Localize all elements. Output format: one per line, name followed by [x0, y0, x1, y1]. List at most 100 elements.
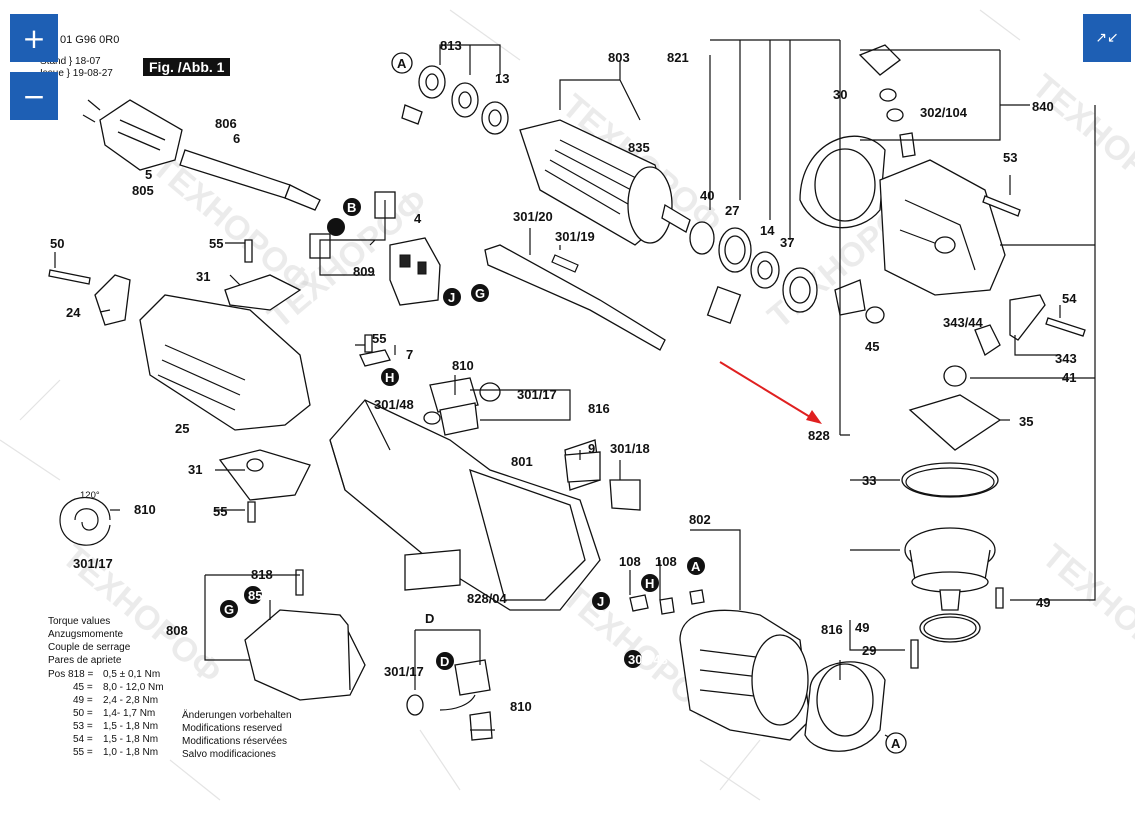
part-label: 840: [1032, 99, 1054, 114]
torque-pos: 54 =: [73, 734, 93, 745]
part-label: 813: [440, 38, 462, 53]
spring-clip: [59, 497, 111, 546]
part-label: 40: [700, 188, 714, 203]
part-label: 809: [353, 264, 375, 279]
part-label: 806: [215, 116, 237, 131]
torque-val: 1,0 - 1,8 Nm: [103, 747, 158, 758]
torque-pos: Pos 818 =: [48, 669, 93, 680]
callout-label: H: [385, 370, 394, 385]
part-label: 343/44: [943, 315, 984, 330]
callout-label: B: [347, 200, 356, 215]
callout-label: 851: [248, 588, 270, 603]
modification-line: Modifications réservées: [182, 736, 287, 747]
callout-label: A: [397, 56, 407, 71]
part-label: 50: [50, 236, 64, 251]
part-label: 41: [1062, 370, 1076, 385]
modifications-notice: Änderungen vorbehalten Modifications res…: [182, 709, 292, 760]
torque-val: 1,5 - 1,8 Nm: [103, 734, 158, 745]
callout-label: D: [440, 654, 449, 669]
part-label: 301/17: [517, 387, 557, 402]
part-label: 108: [655, 554, 677, 569]
part-label: 31: [188, 462, 202, 477]
rings-assembly: [689, 221, 818, 325]
leader-lines: [54, 39, 1096, 744]
zoom-in-button[interactable]: +: [10, 14, 58, 62]
torque-val: 1,5 - 1,8 Nm: [103, 721, 158, 732]
wheel-spindle-assembly: [901, 394, 1002, 643]
part-label: D: [425, 611, 434, 626]
part-label: 808: [166, 623, 188, 638]
minus-icon: −: [22, 79, 46, 113]
part-label: 45: [865, 339, 879, 354]
modification-line: Modifications reserved: [182, 723, 282, 734]
part-label: 54: [1062, 291, 1077, 306]
issue-date: Issue } 19-08-27: [40, 68, 113, 79]
modification-line: Änderungen vorbehalten: [182, 709, 292, 721]
bearings: [401, 65, 509, 135]
part-label: 49: [855, 620, 869, 635]
stator: [629, 589, 811, 741]
callout-label: A: [691, 559, 701, 574]
part-label: 301/17: [73, 556, 113, 571]
red-pointer-arrow: [719, 361, 822, 424]
part-label: 9: [588, 441, 595, 456]
zoom-out-button[interactable]: −: [10, 72, 58, 120]
document-number: 01 G96 0R0: [60, 34, 120, 46]
part-label: 27: [725, 203, 739, 218]
part-label: 6: [233, 131, 240, 146]
callout-markers: A B J G H J H A 301/48 D G 851 A: [220, 52, 907, 754]
fullscreen-button[interactable]: ↗↙: [1083, 14, 1131, 62]
housing-rear-cap: [94, 274, 311, 431]
part-label: 30: [833, 87, 847, 102]
modification-line: Salvo modificaciones: [182, 749, 276, 760]
collapse-arrows-icon: ↗↙: [1095, 30, 1119, 46]
part-label: 7: [406, 347, 413, 362]
torque-title: Anzugsmomente: [48, 629, 123, 640]
label-plate: [404, 451, 601, 591]
torque-val: 1,4- 1,7 Nm: [103, 708, 155, 719]
part-label: 810: [510, 699, 532, 714]
part-label: 805: [132, 183, 154, 198]
part-label: 108: [619, 554, 641, 569]
watermark: TEXHOPOФ: [1025, 67, 1135, 222]
o-rings: [905, 467, 995, 640]
watermark-lines: [0, 9, 1021, 801]
spindle-lock-parts: [834, 279, 1046, 387]
power-plug: [82, 99, 183, 171]
part-label: 53: [1003, 150, 1017, 165]
part-label: 816: [821, 622, 843, 637]
part-label: 301/19: [555, 229, 595, 244]
part-labels: 813 803 13 821 840 30 302/104 806 6 5 80…: [50, 38, 1077, 714]
end-cap: [218, 449, 366, 701]
part-label: 810: [134, 502, 156, 517]
part-label: 802: [689, 512, 711, 527]
torque-title: Couple de serrage: [48, 642, 131, 653]
part-label: 828/04: [467, 591, 508, 606]
torque-pos: 55 =: [73, 747, 93, 758]
part-label: 13: [495, 71, 509, 86]
part-label: 55: [372, 331, 386, 346]
carbon-brush-area: [359, 349, 501, 436]
motor-housing: [329, 399, 641, 611]
part-label: 301/20: [513, 209, 553, 224]
angle-label: 120°: [80, 490, 100, 501]
part-label: 25: [175, 421, 189, 436]
torque-pos: 45 =: [73, 682, 93, 693]
part-label: 31: [196, 269, 210, 284]
plus-icon: +: [22, 21, 46, 55]
part-label: 301/18: [610, 441, 650, 456]
part-label: 14: [760, 223, 775, 238]
figure-title: Fig. /Abb. 1: [143, 58, 231, 76]
part-label: 24: [66, 305, 81, 320]
part-label: 816: [588, 401, 610, 416]
part-label: 302/104: [920, 105, 968, 120]
stand-date: Stand } 18-07: [40, 56, 101, 67]
part-label: 49: [1036, 595, 1050, 610]
part-label: 35: [1019, 414, 1033, 429]
part-label: 33: [862, 473, 876, 488]
part-label: 835: [628, 140, 650, 155]
switch-module: [389, 237, 441, 306]
torque-pos: 49 =: [73, 695, 93, 706]
part-label: 29: [862, 643, 876, 658]
